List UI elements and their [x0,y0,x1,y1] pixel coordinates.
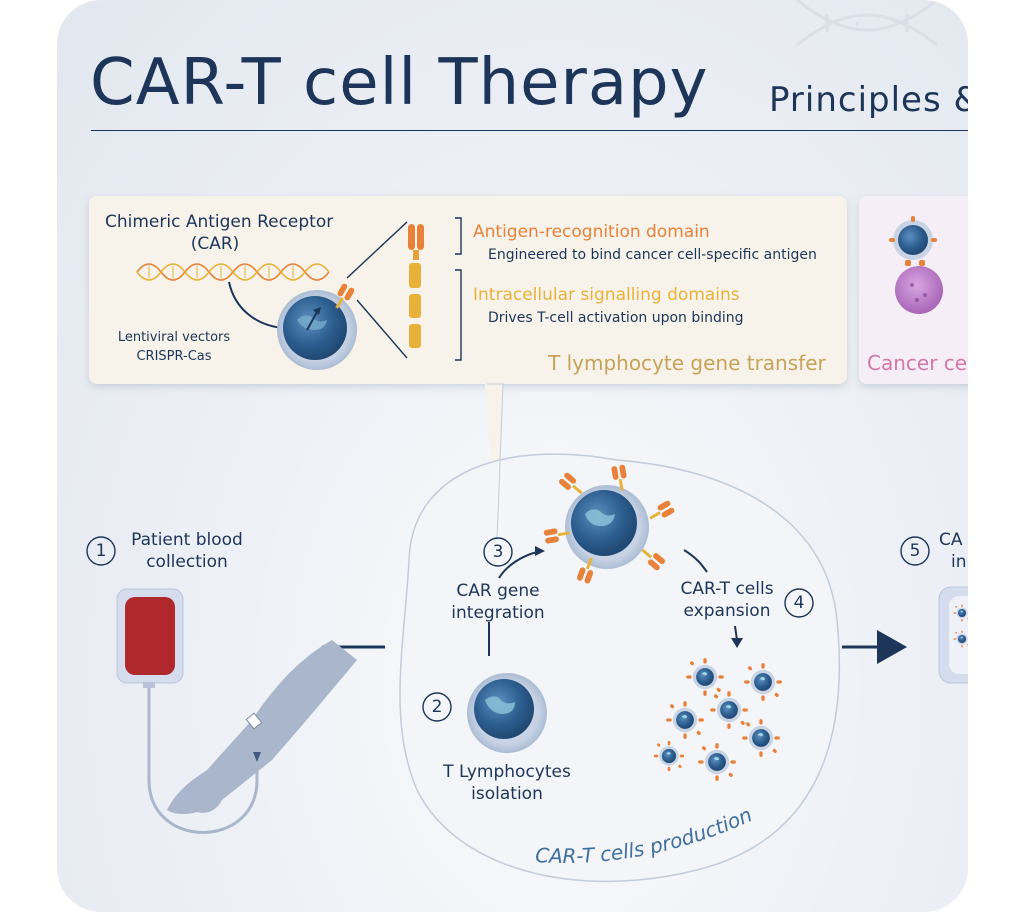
dna-decoration [796,0,938,47]
car-label: Chimeric Antigen Receptor (CAR) [105,211,334,255]
step-2-line1: T Lymphocytes [443,762,571,782]
arrow-expansion-down [734,625,738,641]
step-5-badge [900,536,930,566]
diagram-graphics: CAR-T cells production [86,0,968,883]
blood-tube [147,688,259,834]
infographic-card: CAR-T cells production CAR-T cell Therap… [57,0,968,912]
vector-line1: Lentiviral vectors [117,330,231,345]
infusion-bag-icon [938,586,968,684]
step-4-label: CAR-T cells expansion [667,578,787,622]
blood-bag-icon [116,588,184,688]
flow-arrow-head [877,630,907,664]
step-3-number: 3 [492,542,504,562]
step-1-line1: Patient blood [131,530,243,550]
gene-transfer-title: T lymphocyte gene transfer [548,351,826,375]
domain2-title: Intracellular signalling domains [473,285,740,305]
step-5-line2: in [951,552,967,572]
step-1-label: Patient blood collection [117,529,257,573]
step-5-label: CA in [939,529,967,573]
step-1-number: 1 [95,541,107,561]
title-rule [91,130,968,131]
step-4-line1: CAR-T cells [680,579,774,599]
step-2-label: T Lymphocytes isolation [437,761,577,805]
transfer-arrow [228,281,283,329]
step-1-badge [86,536,116,566]
zoom-lines [346,221,408,359]
vector-line2: CRISPR-Cas [136,349,212,364]
step-3-badge [483,537,513,567]
step-3-line2: integration [451,603,545,623]
cancer-cell-icon [889,216,943,314]
step-3-line1: CAR gene [456,581,540,601]
step-2-number: 2 [431,697,443,717]
step-4-line2: expansion [683,601,771,621]
dna-helix-icon [136,263,330,281]
patient-arm-icon [167,640,357,815]
domain-brackets [455,217,462,361]
step-2-line2: isolation [471,784,543,804]
car-t-cell-icon [543,464,676,585]
car-label-line2: (CAR) [190,234,240,254]
car-receptor-icon [408,224,424,348]
lymphocyte-icon [467,673,547,753]
page-title: CAR-T cell Therapy [90,46,709,120]
step-5-line1: CA [939,530,963,550]
step-4-number: 4 [793,593,805,613]
cancer-panel-title: Cancer ce [867,351,968,375]
step-1-line2: collection [146,552,228,572]
domain1-title: Antigen-recognition domain [473,222,710,242]
vector-label: Lentiviral vectors CRISPR-Cas [109,328,239,366]
step-4-badge [784,588,814,618]
arrow-to-expansion [683,549,708,573]
arrow-integration-to-car-t [498,551,538,579]
step-2-badge [422,692,452,722]
page-subtitle: Principles & [769,80,968,120]
domain2-desc: Drives T-cell activation upon binding [488,310,744,326]
step-5-number: 5 [909,541,921,561]
t-cell-icon [277,282,357,370]
car-label-line1: Chimeric Antigen Receptor [105,212,334,232]
step-3-label: CAR gene integration [438,580,558,624]
domain1-desc: Engineered to bind cancer cell-specific … [488,247,817,263]
